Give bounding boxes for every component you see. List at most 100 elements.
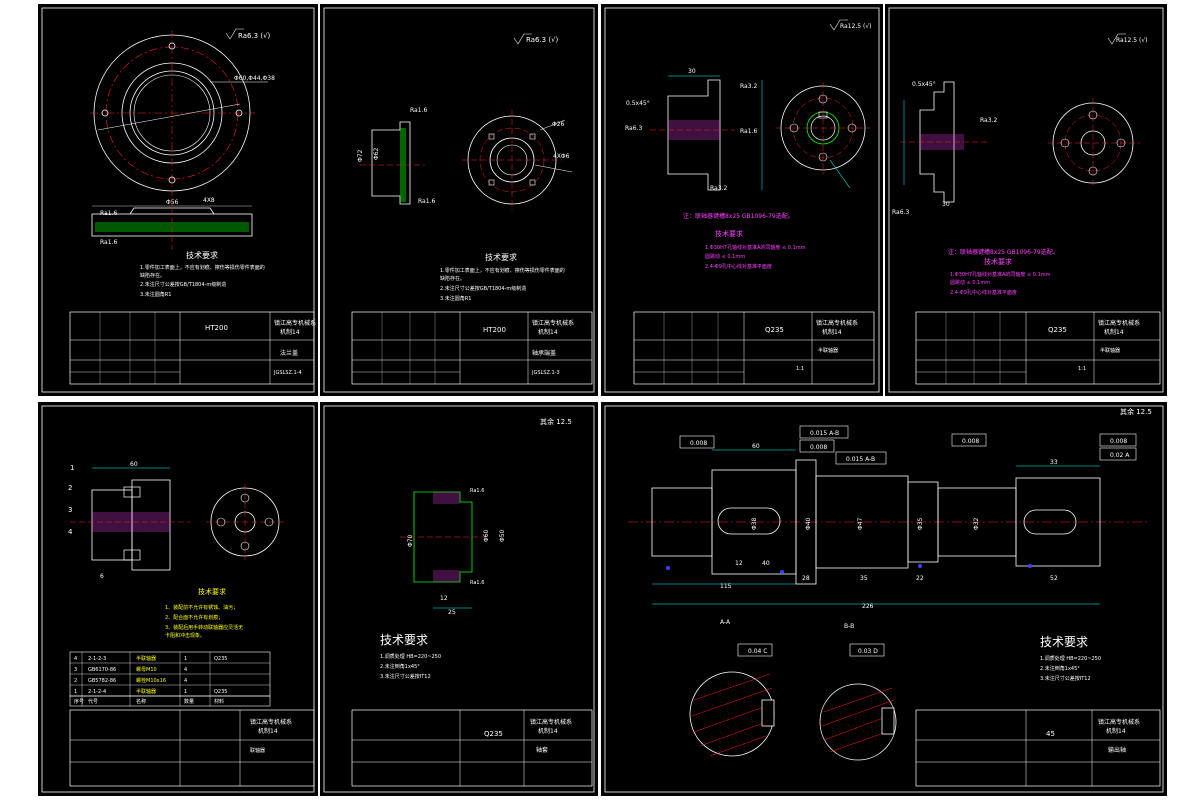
sheet-4-half-coupling: Ra12.5 (√) 0.5x45° 30 Ra3.2 Ra6.3 注：联轴器键… [885,4,1167,396]
sheet-1-flange-cover: Ra6.3 (√) Φ60,Φ44,Φ38 Φ56 4X8 Ra1.6 [38,4,318,396]
svg-text:技术要求: 技术要求 [984,257,1012,266]
svg-text:35: 35 [860,575,868,582]
svg-text:0.02 A: 0.02 A [1110,452,1130,459]
svg-text:Ra1.6: Ra1.6 [740,128,757,135]
svg-text:技术要求: 技术要求 [380,633,428,647]
svg-text:机制14: 机制14 [538,727,558,735]
svg-text:镇江高专机械系: 镇江高专机械系 [250,718,292,726]
svg-text:1: 1 [74,689,77,695]
svg-text:1.调质处理 HB=220~250: 1.调质处理 HB=220~250 [380,653,441,660]
svg-text:Φ50: Φ50 [499,529,506,542]
coupling-front-view [776,82,870,189]
sheet-5-coupling-assembly: 60 6 1 2 3 4 技术要求 1、装配前不允许有锈蚀、油污； 2、配合面不… [38,402,318,796]
svg-text:半联轴器: 半联轴器 [136,655,156,662]
title-block-6: Q235 镇江高专机械系 机制14 轴套 [351,709,593,787]
roughness-symbol: Ra12.5 (√) [829,19,872,31]
svg-text:Ra6.3 (√): Ra6.3 (√) [238,32,271,40]
roughness-symbol: Ra12.5 (√) [1107,33,1148,45]
svg-text:2.未注尺寸公差按GB/T1804-m级制造: 2.未注尺寸公差按GB/T1804-m级制造 [140,281,226,288]
coupling-front-view-2 [1048,98,1140,188]
svg-text:3.未注圆角R1: 3.未注圆角R1 [140,291,171,298]
svg-text:机制14: 机制14 [1104,328,1124,336]
svg-text:镇江高专机械系: 镇江高专机械系 [1098,319,1140,327]
svg-text:材料: 材料 [214,698,224,705]
svg-text:Q235: Q235 [1048,326,1067,334]
svg-text:Φ62: Φ62 [373,147,380,160]
cap-section-view: Φ72 Φ62 Ra1.6 Ra1.6 [357,107,435,205]
svg-text:1.调质处理 HB=220~250: 1.调质处理 HB=220~250 [1040,655,1101,662]
svg-text:2.4-Φ9孔中心线对基准平面度: 2.4-Φ9孔中心线对基准平面度 [950,289,1017,296]
roughness-symbol: 其余 12.5 [1120,407,1152,416]
svg-text:115: 115 [720,583,732,590]
svg-text:60: 60 [130,461,138,468]
sheet-3-half-coupling: Ra12.5 (√) 30 0.5x45° Ra3.2 Ra1.6 Ra6.3 … [601,4,883,396]
svg-text:0.008: 0.008 [690,440,707,447]
svg-text:0.03 D: 0.03 D [858,648,878,655]
svg-text:30: 30 [942,201,950,208]
svg-text:3.未注圆角R1: 3.未注圆角R1 [440,295,471,302]
svg-text:Φ56: Φ56 [166,199,179,206]
svg-text:JGSLSZ.1-4: JGSLSZ.1-4 [273,370,302,376]
svg-text:Ra6.3: Ra6.3 [625,125,642,132]
svg-text:4: 4 [184,678,187,684]
svg-text:60: 60 [752,443,760,450]
svg-text:镇江高专机械系: 镇江高专机械系 [274,319,316,327]
svg-text:螺母M10: 螺母M10 [136,666,157,673]
svg-text:技术要求: 技术要求 [485,252,517,262]
svg-text:Q235: Q235 [214,689,227,695]
svg-text:镇江高专机械系: 镇江高专机械系 [1098,718,1140,726]
svg-text:圆跳动 ≤ 0.1mm: 圆跳动 ≤ 0.1mm [950,279,990,286]
tech-requirements-5: 技术要求 1、装配前不允许有锈蚀、油污； 2、配合面不允许有划痕； 3、装配后用… [165,587,243,639]
svg-text:机制14: 机制14 [538,328,558,336]
roughness-symbol: 其余 12.5 [540,417,572,426]
svg-text:2.4-Φ9孔中心线对基准平面度: 2.4-Φ9孔中心线对基准平面度 [705,263,772,270]
svg-text:4X8: 4X8 [203,197,215,204]
svg-text:2-1-2-4: 2-1-2-4 [88,689,106,695]
svg-text:Φ70: Φ70 [407,534,414,547]
svg-text:Φ47: Φ47 [857,517,864,530]
tech-requirements-7: 技术要求 1.调质处理 HB=220~250 2.未注倒角1x45° 3.未注尺… [1040,635,1101,682]
svg-text:Ra1.6: Ra1.6 [100,210,117,217]
svg-text:缺陷存在。: 缺陷存在。 [140,272,165,279]
tech-requirements-3: 注：联轴器键槽8x25 GB1096-79选配。 技术要求 1.Φ30H7孔轴线… [683,212,806,270]
svg-text:2.未注倒角1x45°: 2.未注倒角1x45° [380,663,420,670]
svg-text:1.Φ30H7孔轴线对基准A的同轴度 ≤ 0.1mm: 1.Φ30H7孔轴线对基准A的同轴度 ≤ 0.1mm [705,244,806,251]
svg-text:1: 1 [184,689,187,695]
svg-text:法兰盖: 法兰盖 [280,349,298,357]
svg-text:Φ38: Φ38 [751,517,758,530]
geometric-tolerances: 0.008 0.015 A-B 0.008 0.015 A-B 0.008 0.… [679,425,1137,465]
svg-text:GB5782-86: GB5782-86 [88,678,116,684]
svg-text:3.未注尺寸公差按IT12: 3.未注尺寸公差按IT12 [1040,675,1091,682]
assembly-section-view: 60 6 1 2 3 4 [68,461,190,580]
title-block-1: HT200 镇江高专机械系 机制14 法兰盖 JGSLSZ.1-4 [69,311,316,385]
svg-text:半联轴器: 半联轴器 [1100,347,1120,354]
svg-text:2、配合面不允许有划痕；: 2、配合面不允许有划痕； [165,614,223,621]
svg-text:0.015 A-B: 0.015 A-B [810,430,839,437]
tech-requirements-6: 技术要求 1.调质处理 HB=220~250 2.未注倒角1x45° 3.未注尺… [380,633,441,680]
section-a-a: A-A 0.04 C [689,619,775,757]
svg-text:其余 12.5: 其余 12.5 [540,417,572,426]
svg-text:注：联轴器键槽8x25 GB1096-79选配。: 注：联轴器键槽8x25 GB1096-79选配。 [683,212,794,220]
svg-text:4: 4 [68,528,73,536]
section-b-b: B-B 0.03 D [819,623,897,761]
svg-text:机制14: 机制14 [280,328,300,336]
svg-text:40: 40 [762,560,770,567]
svg-text:0.008: 0.008 [1110,438,1127,445]
svg-text:28: 28 [802,575,810,582]
svg-text:卡阻和冲击现象。: 卡阻和冲击现象。 [165,632,205,639]
svg-text:镇江高专机械系: 镇江高专机械系 [532,319,574,327]
flange-top-view: Φ60,Φ44,Φ38 [90,30,275,196]
tech-requirements-2: 技术要求 1.零件加工表面上，不应有划痕、擦伤等损伤零件表面的 缺陷存在。 2.… [440,252,565,302]
svg-text:圆跳动 ≤ 0.1mm: 圆跳动 ≤ 0.1mm [705,253,745,260]
svg-text:3: 3 [74,667,77,673]
svg-text:0.5x45°: 0.5x45° [912,81,936,88]
svg-text:机制14: 机制14 [1106,727,1126,735]
svg-text:25: 25 [448,609,456,616]
shaft-main-view: 226 115 28 22 52 35 60 33 12 40 Φ47 Φ40 … [628,443,1150,610]
svg-text:1、装配前不允许有锈蚀、油污；: 1、装配前不允许有锈蚀、油污； [165,604,238,611]
title-block-5: 镇江高专机械系 机制14 联轴器 [69,709,315,787]
svg-text:HT200: HT200 [205,324,228,332]
coupling-section-view-2: 0.5x45° 30 Ra3.2 Ra6.3 [892,81,997,216]
svg-text:12: 12 [735,560,743,567]
